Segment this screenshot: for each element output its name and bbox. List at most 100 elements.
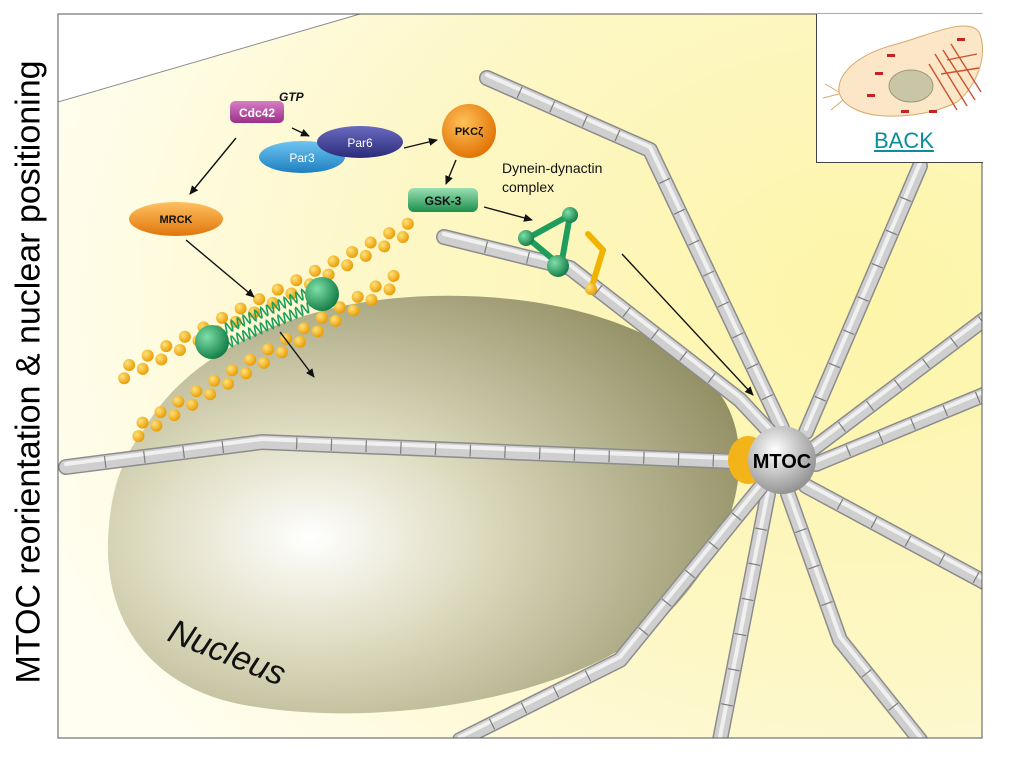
- microtubule-segment: [143, 450, 146, 464]
- microtubule-highlight: [804, 161, 922, 431]
- arrow-mrck-to-myosin: [185, 239, 255, 298]
- arrow-dynein-to-mtoc: [621, 253, 754, 396]
- microtubule-segment: [949, 337, 959, 348]
- actin-bead: [141, 349, 154, 362]
- dynein-label-line2: complex: [502, 179, 554, 195]
- microtubule-highlight: [458, 483, 762, 738]
- dynein-label-line1: Dynein-dynactin: [502, 160, 602, 176]
- microtubule-highlight: [485, 73, 784, 427]
- actin-bead: [364, 236, 377, 249]
- actin-bead: [359, 249, 372, 262]
- microtubule-segment: [622, 306, 631, 318]
- microtubule-segment: [673, 208, 686, 215]
- pkc-label: PKCζ: [455, 126, 483, 138]
- microtubule-segment: [972, 572, 980, 584]
- microtubule-segment: [861, 669, 872, 678]
- actin-bead: [216, 311, 229, 324]
- actin-bead: [234, 302, 247, 315]
- microtubule-segment: [828, 362, 841, 369]
- par6-label: Par6: [347, 136, 373, 150]
- par3-label: Par3: [289, 151, 315, 165]
- actin-bead: [308, 264, 321, 277]
- mrck-label: MRCK: [160, 214, 193, 226]
- actin-bead: [244, 353, 257, 366]
- microtubule-segment: [650, 328, 660, 340]
- microtubule-segment: [842, 329, 855, 336]
- myosin-coil: [222, 288, 312, 348]
- actin-bead: [293, 335, 306, 348]
- myosin-head-left: [195, 325, 229, 359]
- microtubule-segment: [755, 527, 768, 531]
- cell-overview-inset[interactable]: [816, 14, 983, 163]
- actin-bead: [311, 325, 324, 338]
- microtubule-segment: [732, 332, 744, 339]
- actin-bead: [347, 304, 360, 317]
- actin-bead: [123, 359, 136, 372]
- back-link[interactable]: BACK: [874, 128, 934, 153]
- gsk3-shape: [408, 188, 478, 212]
- dynein-head-top: [562, 207, 578, 223]
- actin-bead: [160, 340, 173, 353]
- arrow-par-to-pkc: [403, 137, 438, 149]
- microtubule-segment: [871, 262, 884, 269]
- actin-bead: [118, 372, 131, 385]
- actin-bead: [346, 245, 359, 258]
- dynactin-arm: [585, 231, 607, 289]
- microtubule-segment: [885, 229, 898, 236]
- microtubule-segment: [684, 569, 696, 579]
- microtubule-highlight: [442, 232, 772, 431]
- microtubule-segment: [845, 444, 852, 457]
- microtubule-segment: [614, 129, 621, 142]
- microtubule-segment: [893, 379, 903, 390]
- microtubule-segment: [910, 418, 916, 430]
- microtubule-segment: [731, 512, 742, 521]
- microtubule-segment: [761, 393, 774, 401]
- microtubule-segment: [837, 421, 847, 433]
- microtubule-segment: [921, 358, 931, 369]
- microtubule-segment: [836, 498, 844, 510]
- microtubules: [58, 70, 982, 738]
- cdc42-shape: [230, 101, 284, 123]
- actin-bead: [271, 283, 284, 296]
- actin-bead: [168, 409, 181, 422]
- actin-bead: [275, 346, 288, 359]
- microtubule-segment: [741, 597, 754, 602]
- actin-bead: [155, 353, 168, 366]
- microtubule-segment: [888, 702, 899, 711]
- actin-bead: [327, 255, 340, 268]
- dynein-head-left: [518, 230, 534, 246]
- actin-bead: [378, 240, 391, 253]
- actin-bead: [333, 301, 346, 314]
- actin-bead: [285, 287, 298, 300]
- microtubule-segment: [520, 702, 528, 714]
- cdc42-protein: Cdc42: [230, 101, 284, 123]
- actin-bead: [186, 398, 199, 411]
- nucleus: [107, 295, 740, 714]
- actin-bead: [262, 343, 275, 356]
- actin-bead: [297, 322, 310, 335]
- actin-bead: [401, 217, 414, 230]
- microtubule-segment: [488, 718, 496, 730]
- actin-bead: [150, 419, 163, 432]
- microtubule-highlight: [64, 437, 750, 466]
- mtoc: [748, 426, 816, 494]
- microtubule-segment: [594, 284, 603, 296]
- microtubule-segment: [904, 535, 912, 547]
- pkc-shape: [442, 104, 496, 158]
- microtubule-segment: [795, 527, 807, 534]
- actin-bead: [290, 274, 303, 287]
- microtubule-segment: [746, 363, 759, 370]
- actin-bead: [172, 395, 185, 408]
- actin-bead: [351, 290, 364, 303]
- actin-bead: [222, 377, 235, 390]
- actin-bead: [154, 406, 167, 419]
- actin-bead: [315, 311, 328, 324]
- actin-bead: [178, 330, 191, 343]
- microtubule-segment: [877, 431, 884, 444]
- microtubule-segment: [708, 541, 719, 550]
- gsk3-label: GSK-3: [425, 194, 462, 208]
- cell-overview-thumbnail: [822, 25, 983, 117]
- actin-bead: [240, 367, 253, 380]
- arrow-pkc-to-gsk3: [445, 159, 457, 185]
- panel-border: [57, 13, 983, 739]
